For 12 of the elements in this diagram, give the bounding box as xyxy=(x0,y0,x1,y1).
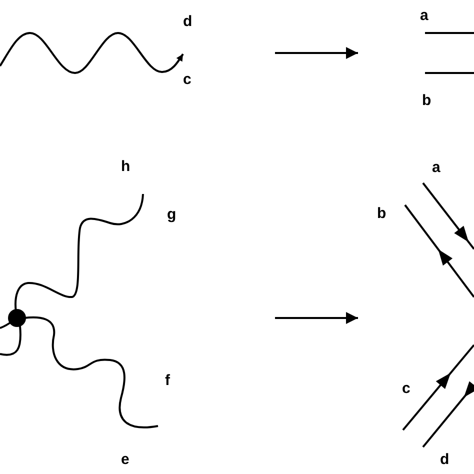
point-label: a xyxy=(432,160,440,175)
point-label: g xyxy=(167,207,176,222)
point-label: h xyxy=(121,159,130,174)
point-label: c xyxy=(402,381,410,396)
point-label: c xyxy=(183,72,192,87)
point-label: e xyxy=(121,452,130,467)
point-label: a xyxy=(420,8,428,23)
point-label: b xyxy=(377,206,386,221)
point-label: b xyxy=(422,93,432,108)
point-label: d xyxy=(183,14,192,29)
point-label: f xyxy=(165,373,170,388)
point-label: d xyxy=(440,452,450,467)
